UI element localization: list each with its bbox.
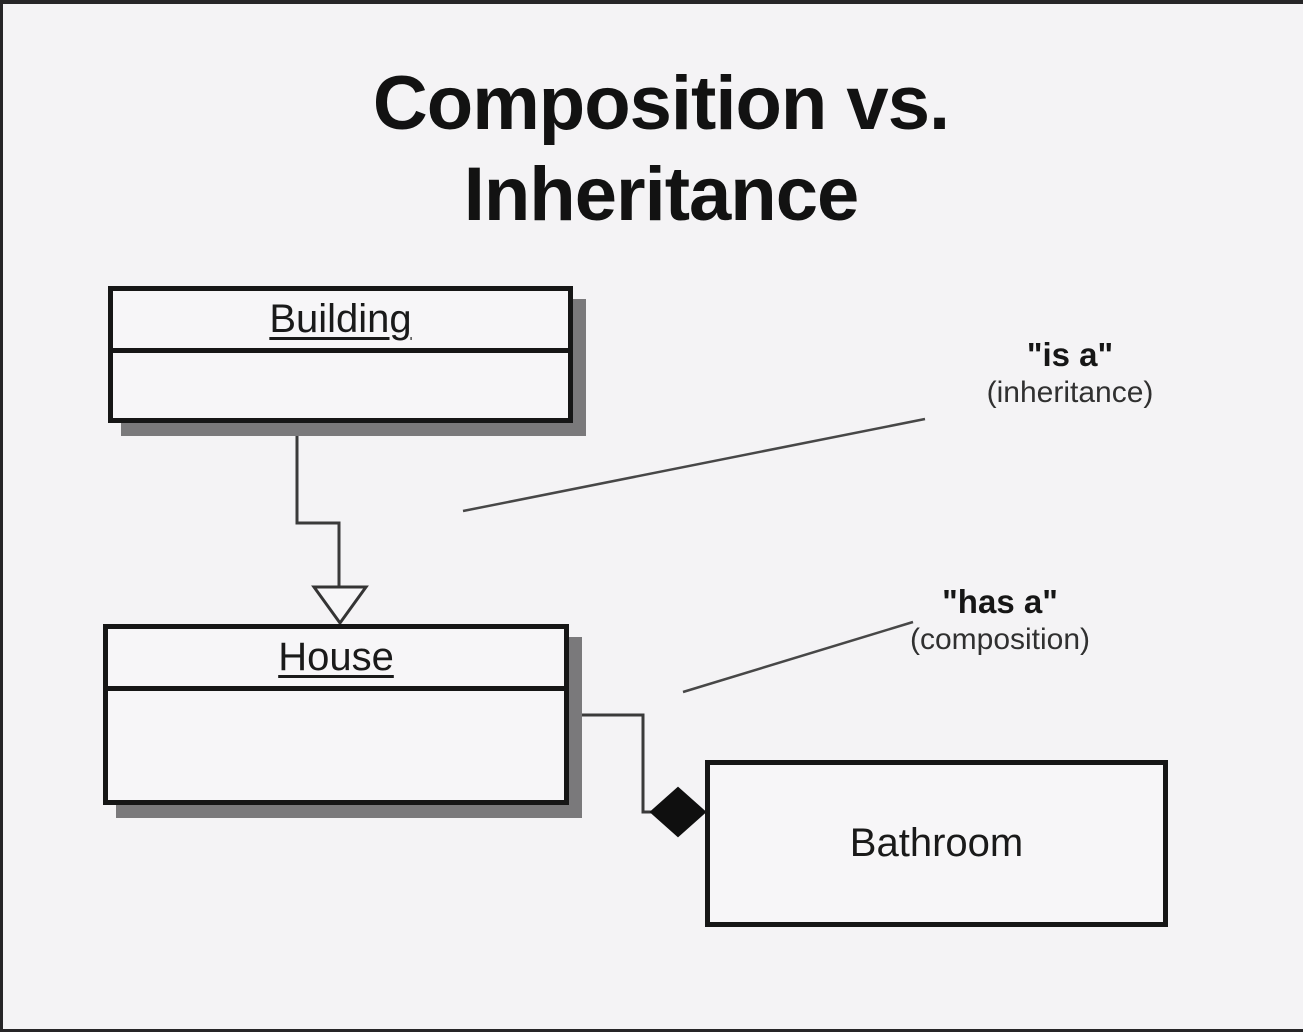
class-name-bathroom: Bathroom xyxy=(849,821,1024,865)
class-name-house: House xyxy=(278,635,394,679)
inheritance-kind-label: (inheritance) xyxy=(986,376,1154,409)
composition-annotation: "has a" (composition) xyxy=(800,581,1200,658)
letterbox-bottom-bar xyxy=(0,1029,1303,1032)
inheritance-annotation: "is a" (inheritance) xyxy=(870,334,1270,411)
inheritance-connector-line xyxy=(295,420,341,586)
class-box-bathroom: Bathroom xyxy=(705,760,1168,927)
house-name-compartment: House xyxy=(108,629,564,691)
building-name-compartment: Building xyxy=(113,291,568,353)
class-box-house: House xyxy=(103,624,569,805)
inheritance-label-leader-line xyxy=(462,417,926,513)
letterbox-top-bar xyxy=(0,0,1303,4)
composition-diamond-icon xyxy=(649,786,707,838)
class-box-building: Building xyxy=(108,286,573,423)
composition-term-label: "has a" xyxy=(942,583,1058,620)
class-name-building: Building xyxy=(269,297,412,341)
composition-label-leader-line xyxy=(682,620,914,694)
letterbox-left-bar xyxy=(0,0,3,1032)
slide-title: Composition vs. Inheritance xyxy=(372,61,950,237)
composition-connector-line xyxy=(565,713,656,814)
composition-kind-label: (composition) xyxy=(909,623,1091,656)
inheritance-term-label: "is a" xyxy=(1026,336,1114,373)
inheritance-arrow-icon xyxy=(311,585,369,626)
